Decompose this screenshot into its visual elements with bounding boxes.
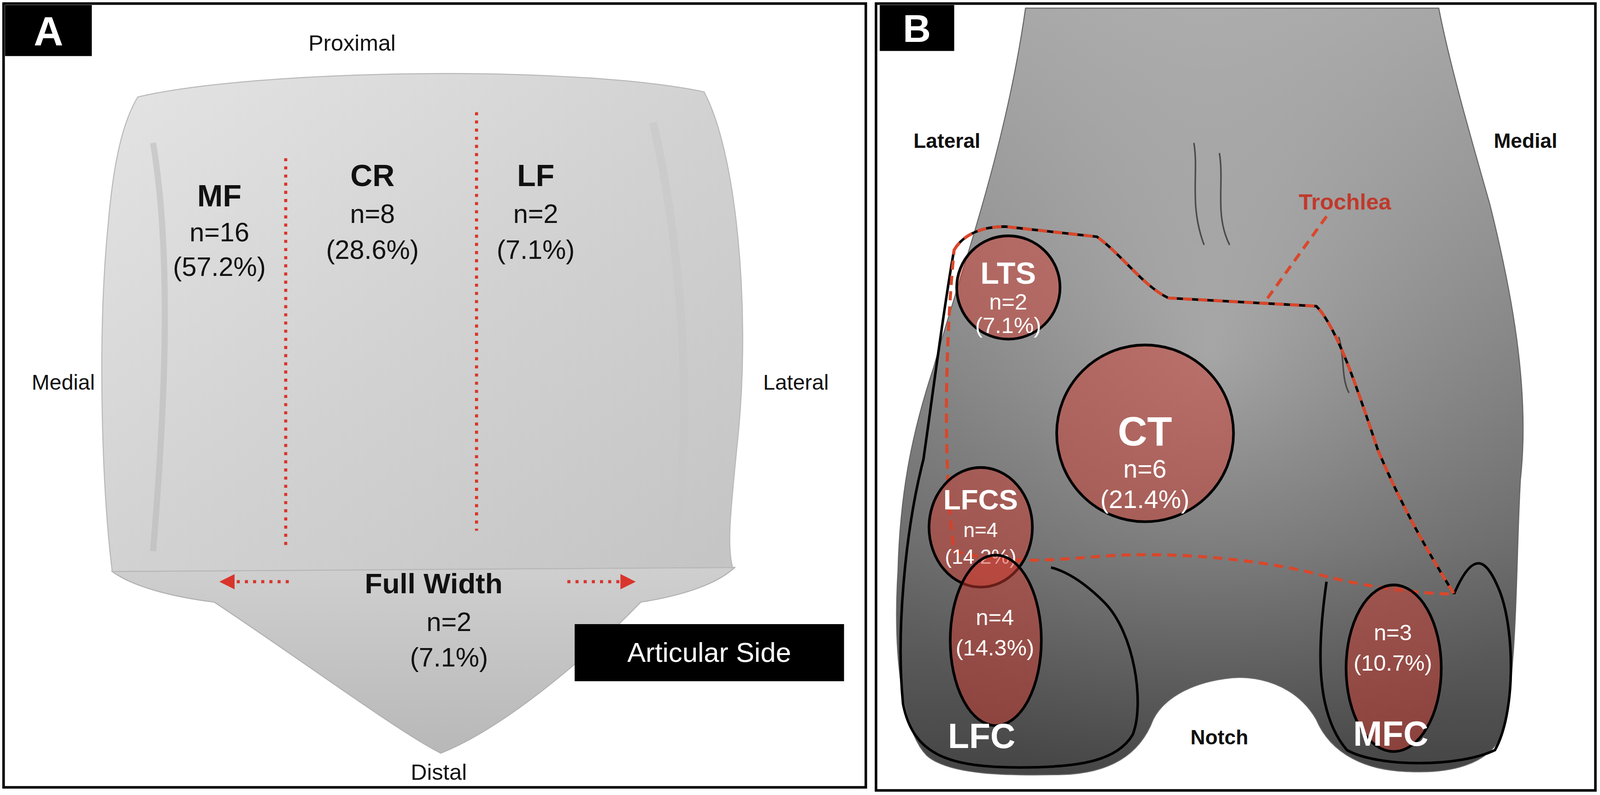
direction-label: Lateral (763, 371, 829, 394)
width-arrow (222, 580, 289, 584)
node-title: n=3 (1373, 621, 1412, 644)
region-name: LF (517, 160, 555, 191)
region-ellipse (1056, 345, 1234, 523)
surface-texture (1194, 142, 1350, 394)
region-ellipse (956, 235, 1060, 340)
patella-body (101, 73, 743, 572)
region-ellipse (1346, 585, 1442, 753)
tab-rect (5, 5, 92, 57)
structure-label: Notch (1190, 727, 1248, 748)
direction-label: Medial (1493, 130, 1558, 151)
count-value: n=2 (513, 200, 559, 228)
node-text: n=4 (963, 520, 998, 541)
node-text: MFC (1353, 717, 1429, 753)
region-name: MF (197, 180, 242, 212)
node-text: (7.1%) (975, 314, 1042, 337)
percent-value: (7.1%) (496, 236, 576, 264)
node-text: LFC (947, 719, 1016, 754)
femur-shading (896, 8, 1524, 776)
panel-tab: A (5, 5, 92, 57)
tab-rect (879, 5, 955, 52)
region-ellipse (950, 555, 1042, 726)
node-title: Articular Side (627, 639, 791, 667)
region-divider (475, 112, 479, 531)
femur-body (896, 8, 1524, 776)
region-divider (284, 158, 288, 547)
node-text: (10.7%) (1353, 652, 1433, 675)
cartilage-outline (1320, 563, 1511, 764)
panel-frame (876, 3, 1596, 791)
direction-label: Medial (31, 371, 95, 394)
panel-tab: B (879, 5, 955, 52)
location-circle: n=4(14.3%)LFC (948, 553, 1043, 728)
count-value: n=16 (189, 219, 250, 247)
percent-value: (57.2%) (172, 253, 266, 281)
node-title: B (902, 9, 931, 48)
node-title: LFCS (943, 485, 1018, 515)
direction-label: Lateral (913, 130, 981, 151)
node-text: n=2 (988, 290, 1028, 314)
node-text: n=6 (1123, 456, 1167, 483)
region-name: Full Width (364, 569, 503, 599)
femur (896, 8, 1524, 776)
node-title: CT (1117, 411, 1172, 453)
patella-shading (152, 142, 165, 552)
count-value: n=8 (349, 200, 395, 228)
patella-shading (652, 122, 684, 552)
percent-value: (28.6%) (325, 236, 419, 264)
panel-tab: Articular Side (574, 624, 845, 682)
node-text: (14.3%) (955, 636, 1035, 660)
location-circle: CT n=6 (21.4%) (1055, 343, 1236, 524)
structure-label: Trochlea (1298, 190, 1391, 214)
region-name: CR (350, 160, 395, 191)
panel-frame (3, 3, 866, 789)
percent-value: (7.1%) (410, 644, 489, 672)
count-value: n=2 (426, 609, 472, 636)
location-circle: LTSn=2(7.1%) (955, 234, 1062, 341)
node-title: n=4 (976, 605, 1015, 629)
tab-rect (574, 624, 845, 682)
direction-label: Distal (410, 761, 467, 784)
node-title: LTS (980, 258, 1036, 289)
node-text: (21.4%) (1100, 487, 1190, 513)
leader-line (1263, 216, 1327, 305)
width-arrow (567, 580, 633, 584)
location-circle: n=3 (10.7%) MFC (1344, 583, 1443, 754)
node-title: A (33, 11, 64, 53)
direction-label: Proximal (308, 31, 396, 55)
